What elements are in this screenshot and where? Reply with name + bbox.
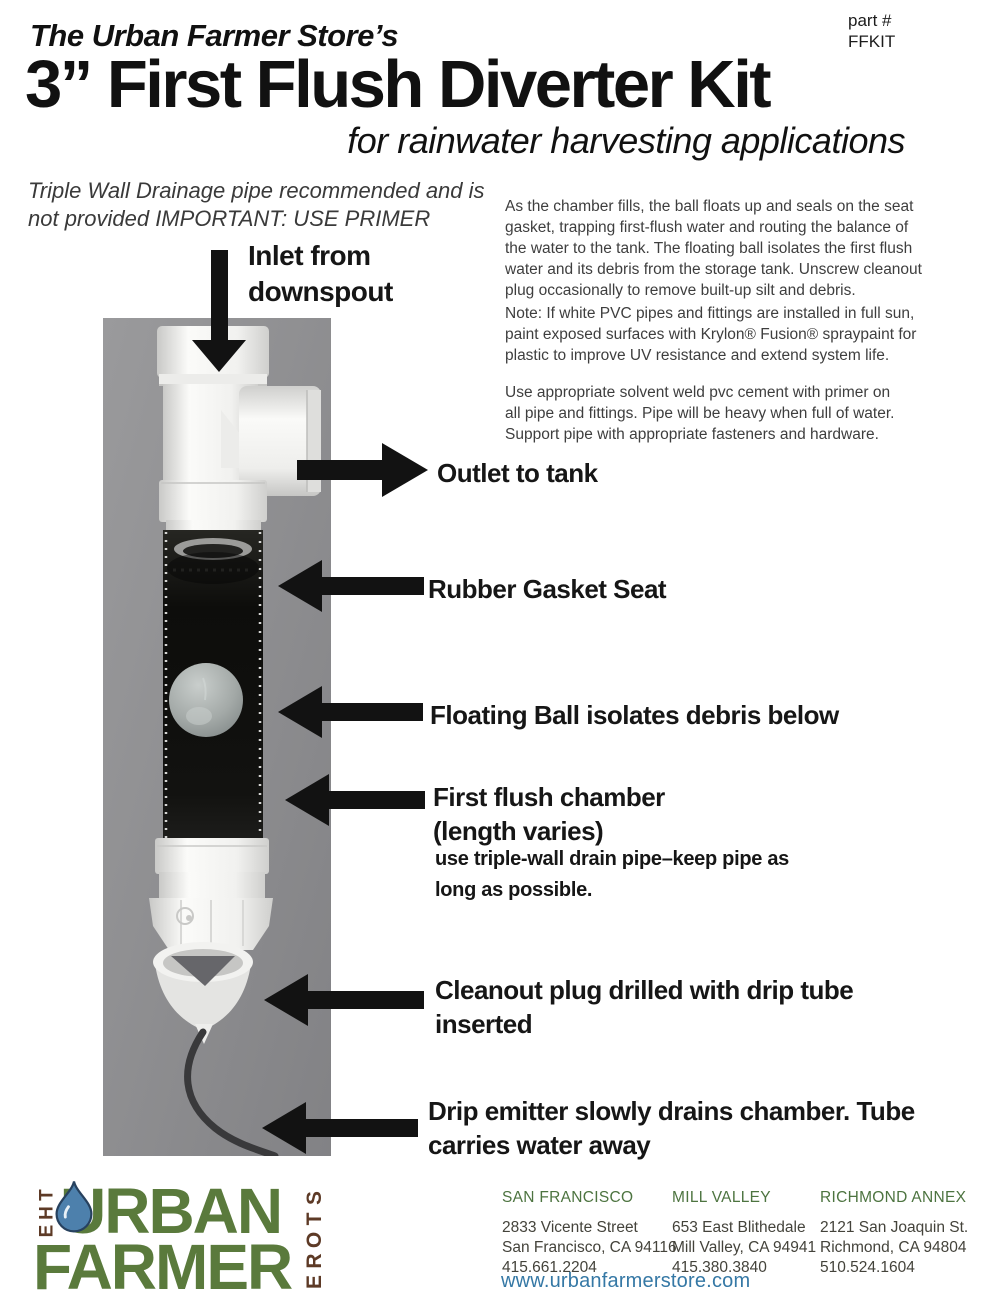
inlet-label: Inlet from downspout — [248, 240, 393, 307]
arrow-head — [262, 1102, 306, 1154]
drip-arrow-left-icon — [262, 1102, 418, 1154]
cleanout-label: Cleanout plug drilled with drip tube ins… — [435, 975, 854, 1039]
arrow-head — [278, 560, 322, 612]
gasket-label: Rubber Gasket Seat — [428, 574, 667, 604]
arrow-head — [278, 686, 322, 738]
urban-farmer-store-logo: T H E URBAN FARMER S T O R E — [33, 1175, 333, 1303]
description-paragraph-2: Note: If white PVC pipes and fittings ar… — [505, 305, 917, 364]
location-san-francisco: SAN FRANCISCO 2833 Vicente Street San Fr… — [502, 1188, 677, 1278]
logo-farmer: FARMER — [33, 1231, 293, 1303]
arrow-shaft — [322, 703, 423, 721]
description-paragraph-3: Use appropriate solvent weld pvc cement … — [505, 384, 895, 443]
logo-urban: URBAN — [60, 1175, 283, 1247]
outlet-arrow-right-icon — [297, 443, 428, 497]
location-mill-valley: MILL VALLEY 653 East Blithedale Mill Val… — [672, 1188, 816, 1278]
arrow-shaft — [308, 991, 424, 1009]
cleanout-arrow-left-icon — [264, 974, 424, 1026]
location-address: 2833 Vicente Street San Francisco, CA 94… — [502, 1219, 677, 1276]
ball-arrow-left-icon — [278, 686, 423, 738]
page-subtitle: for rainwater harvesting applications — [347, 120, 905, 161]
drip-emitter-label: Drip emitter slowly drains chamber. Tube… — [428, 1096, 915, 1160]
part-number: part # FFKIT — [848, 11, 896, 51]
description-paragraph-1: As the chamber fills, the ball floats up… — [505, 198, 922, 299]
arrow-head — [192, 340, 246, 372]
location-richmond-annex: RICHMOND ANNEX 2121 San Joaquin St. Rich… — [820, 1188, 968, 1278]
arrow-shaft — [329, 791, 425, 809]
arrow-head — [264, 974, 308, 1026]
arrow-head — [285, 774, 329, 826]
pipe-recommendation-note: Triple Wall Drainage pipe recommended an… — [28, 178, 485, 231]
page-title: 3” First Flush Diverter Kit — [25, 47, 772, 122]
website-link[interactable]: www.urbanfarmerstore.com — [501, 1270, 751, 1292]
location-name: MILL VALLEY — [672, 1189, 771, 1206]
location-name: SAN FRANCISCO — [502, 1189, 634, 1206]
chamber-note: use triple-wall drain pipe–keep pipe as … — [435, 848, 789, 901]
brand-line: The Urban Farmer Store’s — [30, 18, 399, 53]
arrow-shaft — [297, 460, 382, 480]
water-drop-icon — [55, 1181, 93, 1233]
location-address: 653 East Blithedale Mill Valley, CA 9494… — [672, 1219, 817, 1276]
chamber-label: First flush chamber (length varies) — [433, 782, 665, 846]
gasket-arrow-left-icon — [278, 560, 424, 612]
arrow-shaft — [210, 250, 228, 340]
arrow-shaft — [306, 1119, 418, 1137]
outlet-label: Outlet to tank — [437, 458, 598, 488]
chamber-arrow-left-icon — [285, 774, 425, 826]
arrow-head — [382, 443, 428, 497]
logo-store: S T O R E — [302, 1191, 326, 1290]
location-address: 2121 San Joaquin St. Richmond, CA 94804 … — [820, 1219, 969, 1276]
floating-ball-label: Floating Ball isolates debris below — [430, 700, 839, 730]
inlet-arrow-down-icon — [192, 250, 246, 372]
location-name: RICHMOND ANNEX — [820, 1189, 967, 1206]
arrow-shaft — [322, 577, 424, 595]
